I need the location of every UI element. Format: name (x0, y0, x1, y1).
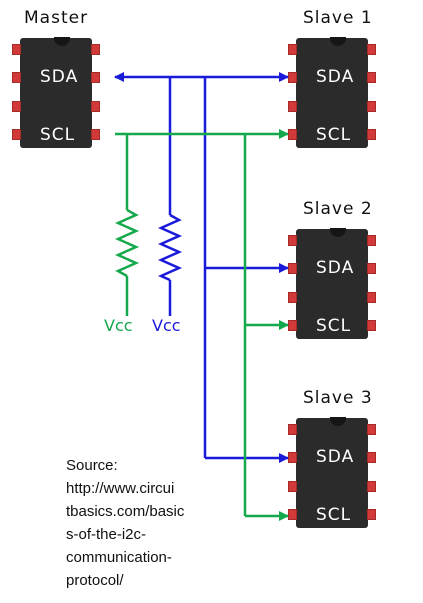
chip-notch (330, 37, 346, 46)
slave1-title: Slave 1 (303, 8, 373, 28)
source-line: protocol/ (66, 572, 124, 589)
pin (367, 263, 376, 274)
pin (367, 320, 376, 331)
pin (288, 292, 297, 303)
source-line: tbasics.com/basic (66, 503, 185, 520)
chip-body (20, 38, 92, 148)
sda-pullup-resistor (157, 213, 183, 282)
source-caption: Source: http://www.circui tbasics.com/ba… (66, 454, 236, 592)
chip-notch (54, 37, 70, 46)
slave1-chip: SDA SCL (288, 37, 376, 148)
slave1-scl-label: SCL (316, 125, 352, 145)
scl-vcc-label: Vcc (104, 316, 133, 335)
pin (91, 101, 100, 112)
pin (367, 235, 376, 246)
pin (288, 424, 297, 435)
pin (91, 129, 100, 140)
pin (288, 129, 297, 140)
pin (12, 101, 21, 112)
source-line: http://www.circui (66, 480, 175, 497)
slave2-chip: SDA SCL (288, 228, 376, 339)
slave3-sda-label: SDA (316, 447, 355, 467)
chip-notch (330, 417, 346, 426)
pin (288, 44, 297, 55)
master-sda-label: SDA (40, 67, 79, 87)
pin (288, 452, 297, 463)
pin (12, 44, 21, 55)
master-title: Master (24, 8, 89, 28)
scl-bus (114, 129, 289, 521)
chip-notch (330, 228, 346, 237)
pin (288, 235, 297, 246)
sda-vcc-label: Vcc (152, 316, 181, 335)
slave2-sda-label: SDA (316, 258, 355, 278)
pin (288, 101, 297, 112)
sda-bus (114, 72, 289, 463)
slave3-scl-label: SCL (316, 505, 352, 525)
pin (367, 72, 376, 83)
pin (288, 481, 297, 492)
pin (367, 424, 376, 435)
source-line: Source: (66, 457, 118, 474)
pin (367, 452, 376, 463)
pin (91, 44, 100, 55)
chip-body (296, 418, 368, 528)
source-line: s-of-the-i2c- (66, 526, 147, 543)
slave3-title: Slave 3 (303, 388, 373, 408)
source-line: communication- (66, 549, 172, 566)
pin (91, 72, 100, 83)
pin (367, 101, 376, 112)
slave2-title: Slave 2 (303, 199, 373, 219)
chip-body (296, 38, 368, 148)
scl-pullup-resistor (114, 208, 140, 278)
slave2-scl-label: SCL (316, 316, 352, 336)
chip-body (296, 229, 368, 339)
pin (367, 509, 376, 520)
master-chip: SDA SCL (12, 37, 100, 148)
pin (288, 320, 297, 331)
pin (288, 263, 297, 274)
pin (367, 292, 376, 303)
slave1-sda-label: SDA (316, 67, 355, 87)
pin (367, 481, 376, 492)
pin (12, 129, 21, 140)
pin (288, 72, 297, 83)
master-scl-label: SCL (40, 125, 76, 145)
slave3-chip: SDA SCL (288, 417, 376, 528)
pin (367, 44, 376, 55)
pin (12, 72, 21, 83)
pin (288, 509, 297, 520)
pin (367, 129, 376, 140)
